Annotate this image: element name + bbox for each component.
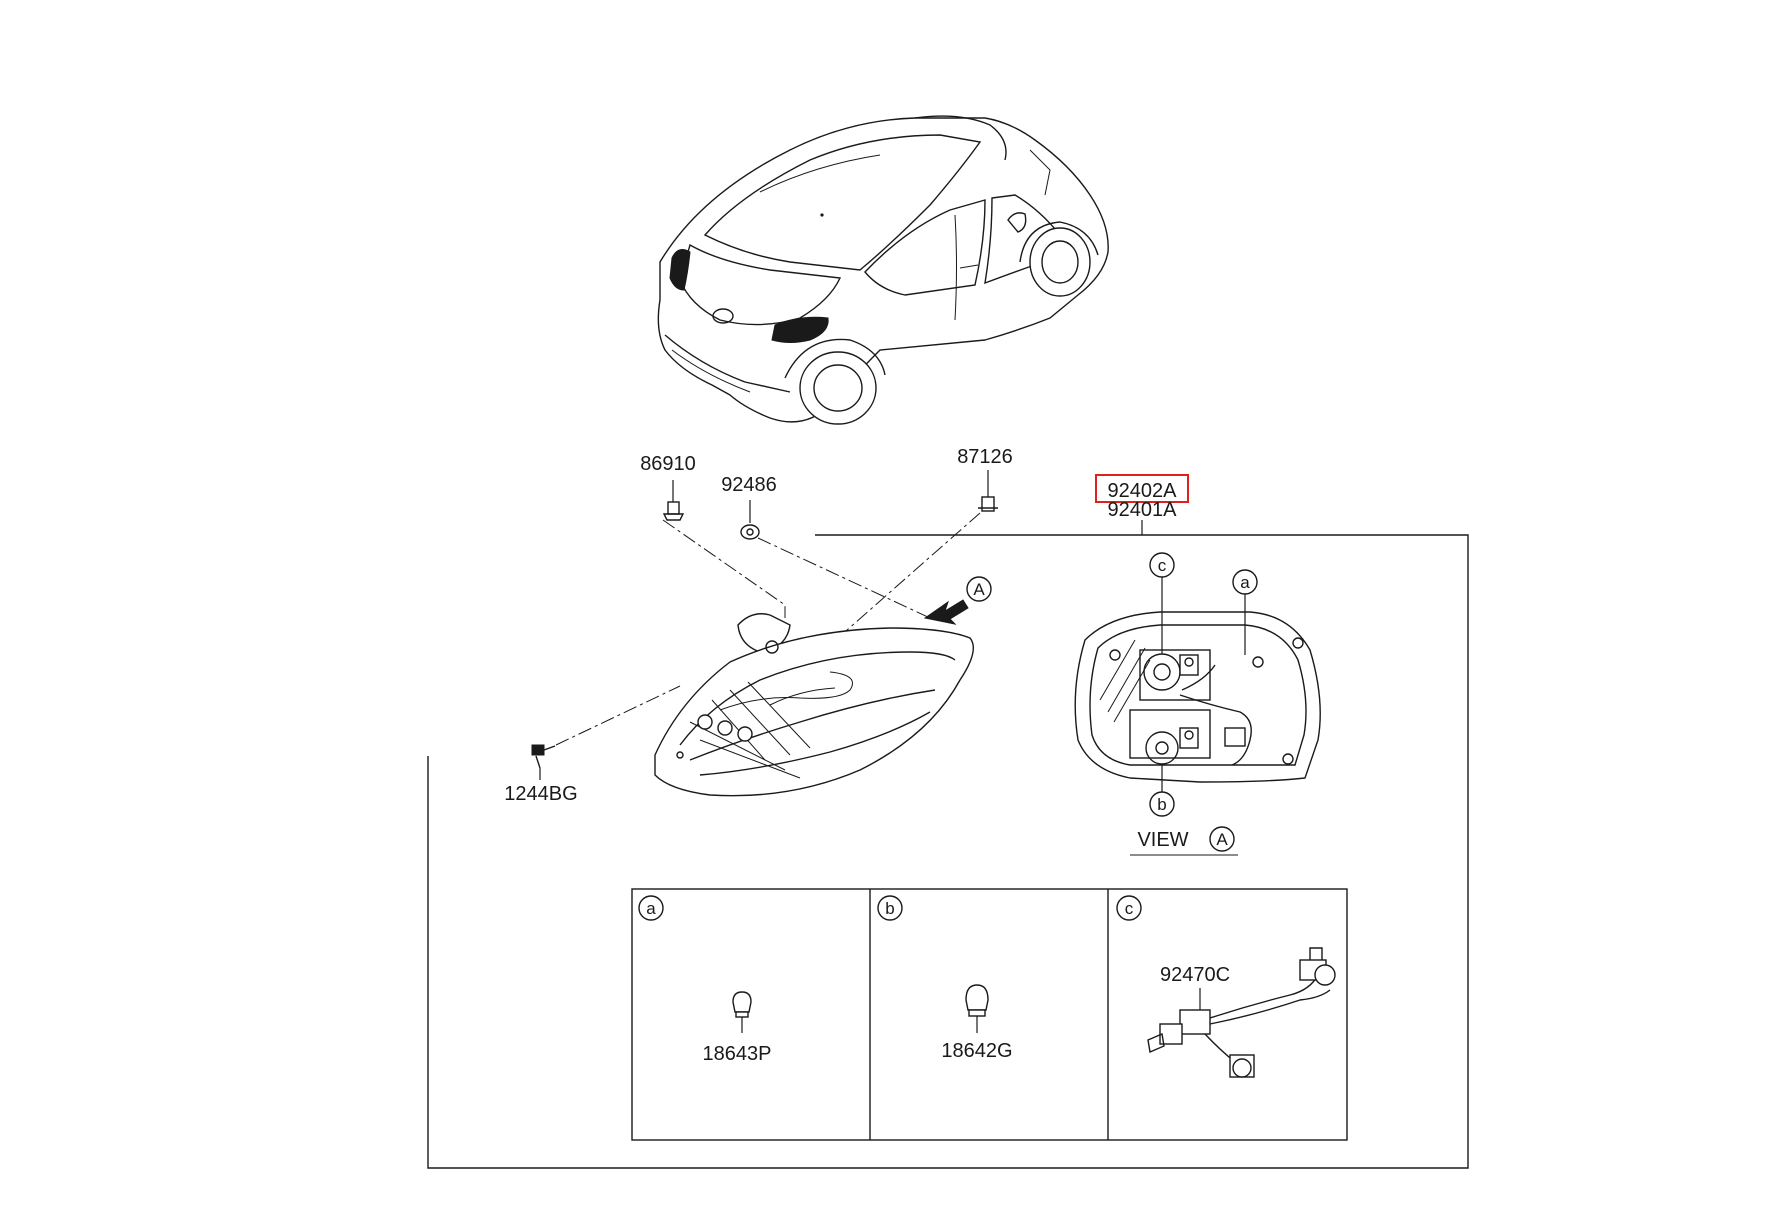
part-label-92470C[interactable]: 92470C [1160, 964, 1230, 986]
panel-a-circle [638, 895, 664, 921]
assembly-frame [427, 534, 1469, 1169]
highlight-box-92402A [1095, 474, 1189, 503]
grommet-87126-icon [978, 496, 998, 512]
callout-c-top: c [1158, 556, 1167, 575]
part-label-92402A[interactable]: 92402A [1108, 480, 1178, 502]
wiring-harness-92470C-icon [1147, 947, 1336, 1078]
panel-c-label: c [1125, 899, 1134, 918]
screw-1244BG-icon [531, 744, 556, 769]
part-label-92401A[interactable]: 92401A [1108, 499, 1178, 521]
car-illustration [657, 115, 1109, 425]
view-A-letter: A [1216, 830, 1228, 849]
sub-panels [631, 888, 1348, 1141]
bulb-18643P-icon [732, 991, 752, 1018]
view-a-lamp-back[interactable] [1074, 611, 1321, 783]
callout-A-circle [966, 576, 992, 602]
part-label-18643P[interactable]: 18643P [703, 1043, 772, 1065]
nut-92486-icon [740, 524, 760, 540]
panel-a-label: a [646, 899, 656, 918]
part-label-86910[interactable]: 86910 [640, 453, 696, 475]
view-direction-arrow-icon [923, 599, 969, 625]
part-label-1244BG[interactable]: 1244BG [504, 783, 577, 805]
panel-b-circle [877, 895, 903, 921]
view-A-circle [1209, 826, 1235, 852]
callout-a-top: a [1240, 573, 1250, 592]
callout-A: A [973, 580, 985, 599]
clip-86910-icon [662, 501, 685, 521]
callout-b-bottom: b [1157, 795, 1166, 814]
panel-b-label: b [885, 899, 894, 918]
part-label-87126[interactable]: 87126 [957, 446, 1013, 468]
bulb-18642G-icon [965, 984, 989, 1017]
part-label-18642G[interactable]: 18642G [941, 1040, 1012, 1062]
tail-lamp-assembly[interactable] [654, 613, 974, 797]
view-label: VIEW [1137, 829, 1188, 851]
panel-c-circle [1116, 895, 1142, 921]
part-label-92486[interactable]: 92486 [721, 474, 777, 496]
callout-b-circle [1149, 791, 1175, 817]
